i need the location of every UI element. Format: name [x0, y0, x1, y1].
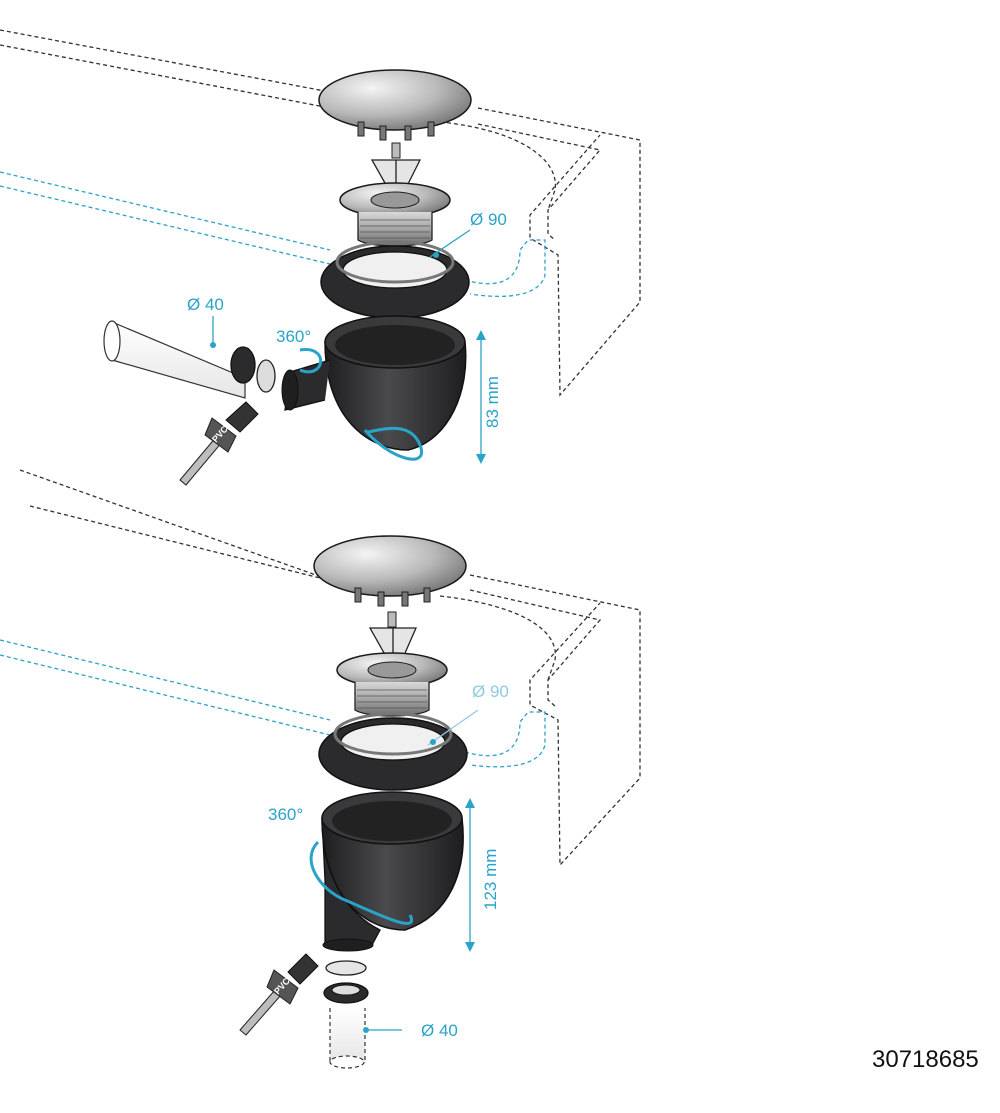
pipe-nut	[230, 346, 276, 393]
bathtub-outline	[0, 29, 641, 397]
rotation-label: 360°	[268, 805, 303, 824]
trap-bowl	[281, 315, 467, 461]
diameter-top-label: Ø 90	[472, 682, 509, 701]
dimension-diameter-90: Ø 90	[427, 682, 509, 746]
rotation-label: 360°	[276, 327, 311, 346]
reference-number: 30718685	[872, 1046, 979, 1073]
dimension-diameter-90: Ø 90	[429, 210, 507, 258]
diameter-top-label: Ø 90	[470, 210, 507, 229]
bathtub-outline	[19, 469, 641, 867]
dimension-diameter-40: Ø 40	[363, 1021, 458, 1040]
diameter-pipe-label: Ø 40	[421, 1021, 458, 1040]
chrome-cap	[313, 535, 467, 607]
pvc-glue-brush: PVC	[239, 953, 319, 1036]
dimension-height: 123 mm	[465, 798, 500, 952]
height-label: 123 mm	[481, 849, 500, 910]
height-label: 83 mm	[483, 376, 502, 428]
dimension-height: 83 mm	[476, 330, 502, 464]
chrome-flange	[336, 652, 448, 717]
pvc-pipe	[103, 320, 246, 399]
chrome-cap	[318, 69, 472, 141]
variant-1: PVC Ø 90 Ø 40 360° 83 mm	[0, 29, 641, 486]
chrome-flange	[339, 182, 451, 247]
dimension-diameter-40: Ø 40	[187, 295, 224, 348]
sealing-ring	[318, 712, 468, 791]
pipe-nut	[323, 960, 369, 1004]
pvc-pipe	[329, 1008, 366, 1069]
sealing-ring	[320, 240, 470, 319]
pvc-glue-brush: PVC	[179, 401, 259, 486]
variant-2: PVC Ø 90 360° 123 mm Ø 40	[0, 469, 641, 1069]
diameter-pipe-label: Ø 40	[187, 295, 224, 314]
overflow-channel	[0, 171, 546, 297]
overflow-channel	[0, 639, 546, 768]
trap-bowl	[309, 791, 464, 952]
